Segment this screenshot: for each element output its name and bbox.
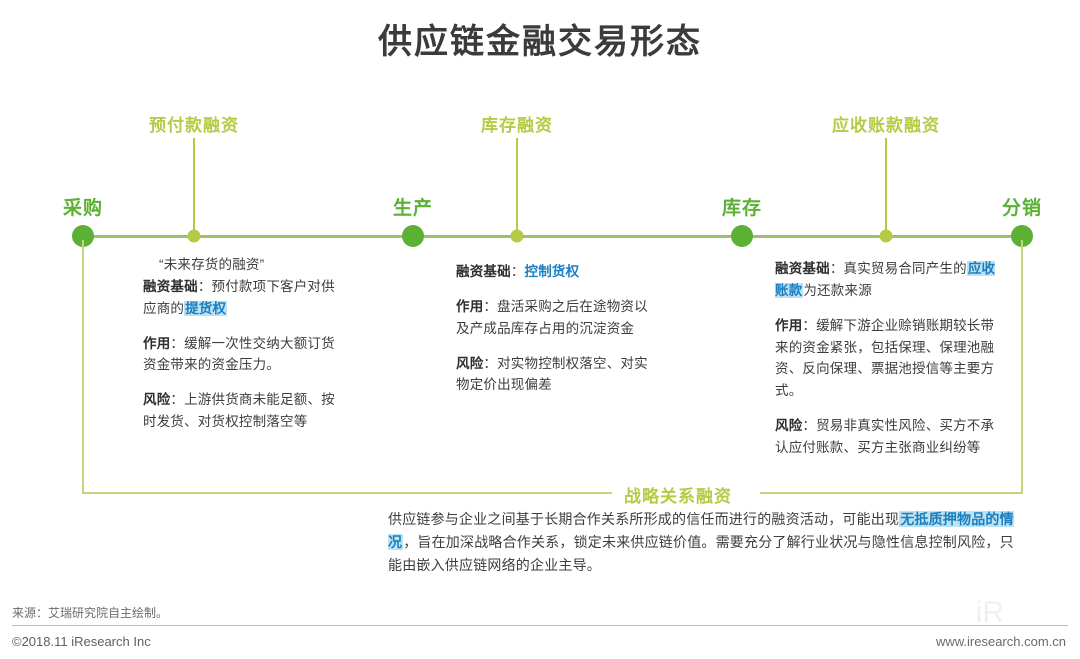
text-block-2: 作用：缓解一次性交纳大额订货资金带来的资金压力。 xyxy=(143,333,348,377)
footer-divider xyxy=(12,625,1068,626)
text-block-1: 融资基础：预付款项下客户对供应商的提货权 xyxy=(143,276,348,320)
stage-label-1: 采购 xyxy=(62,198,104,219)
branch-node-1 xyxy=(187,229,201,243)
text-block-separator: ： xyxy=(483,355,498,371)
text-block-before: 缓解一次性交纳大额订货资金带来的资金压力。 xyxy=(143,335,335,373)
branch-label-2: 库存融资 xyxy=(481,116,553,135)
branch-stem-2 xyxy=(516,138,518,236)
text-block-2: 作用：缓解下游企业赊销账期较长带来的资金紧张，包括保理、保理池融资、反向保理、票… xyxy=(775,315,1007,402)
copyright-text: ©2018.11 iResearch Inc xyxy=(12,634,151,649)
website-url: www.iresearch.com.cn xyxy=(935,634,1066,649)
stage-node-4 xyxy=(1011,225,1033,247)
text-block-key: 融资基础 xyxy=(456,264,511,279)
text-block-key: 融资基础 xyxy=(775,261,830,276)
stage-label-4: 分销 xyxy=(1001,198,1043,219)
text-block-before: 预付款项下客户对供应商的 xyxy=(143,278,335,316)
text-block-key: 风险 xyxy=(143,392,171,408)
paragraph-part-2: ，旨在加深战略合作关系，锁定未来供应链价值。需要充分了解行业状况与隐性信息控制风… xyxy=(388,534,1014,574)
text-block-separator: ： xyxy=(483,298,498,314)
text-block-separator: ： xyxy=(170,392,185,408)
text-block-key: 融资基础 xyxy=(143,278,198,294)
strategic-relationship-paragraph: 供应链参与企业之间基于长期合作关系所形成的信任而进行的融资活动，可能出现无抵质押… xyxy=(388,508,1020,577)
text-block-key: 作用 xyxy=(775,317,803,333)
stage-node-2 xyxy=(402,225,424,247)
text-block-before: 缓解下游企业赊销账期较长带来的资金紧张，包括保理、保理池融资、反向保理、票据池授… xyxy=(775,317,995,399)
text-block-before: 对实物控制权落空、对实物定价出现偏差 xyxy=(456,355,648,393)
bracket-bottom-right xyxy=(760,492,1023,494)
text-block-key: 作用 xyxy=(143,335,171,351)
branch-node-3 xyxy=(879,229,893,243)
column-inventory-financing: 融资基础：控制货权作用：盘活采购之后在途物资以及产成品库存占用的沉淀资金风险：对… xyxy=(456,261,656,396)
text-block-1: 融资基础：控制货权 xyxy=(456,261,656,283)
text-block-separator: ： xyxy=(510,264,525,279)
page-title: 供应链金融交易形态 xyxy=(378,23,702,61)
text-block-1: 融资基础：真实贸易合同产生的应收账款为还款来源 xyxy=(775,258,1007,302)
stage-label-3: 库存 xyxy=(721,198,763,219)
text-block-highlight: 提货权 xyxy=(184,300,228,316)
timeline-axis xyxy=(83,235,1022,238)
text-block-key: 风险 xyxy=(456,355,484,371)
text-block-separator: ： xyxy=(802,418,817,434)
bracket-right-edge xyxy=(1021,240,1023,494)
stage-node-3 xyxy=(731,225,753,247)
text-block-before: 贸易非真实性风险、买方不承认应付账款、买方主张商业纠纷等 xyxy=(775,418,995,456)
text-block-separator: ： xyxy=(197,278,212,294)
text-block-after: 为还款来源 xyxy=(803,282,872,298)
text-block-separator: ： xyxy=(802,317,817,333)
text-block-3: 风险：对实物控制权落空、对实物定价出现偏差 xyxy=(456,353,656,397)
branch-label-3: 应收账款融资 xyxy=(832,116,940,135)
column-prepayment-financing: “未来存货的融资”融资基础：预付款项下客户对供应商的提货权作用：缓解一次性交纳大… xyxy=(143,254,348,433)
column-lead: “未来存货的融资” xyxy=(159,257,265,272)
branch-stem-1 xyxy=(193,138,195,236)
text-block-3: 风险：上游供货商未能足额、按时发货、对货权控制落空等 xyxy=(143,389,348,433)
bracket-left-edge xyxy=(82,240,84,494)
text-block-key: 作用 xyxy=(456,298,484,314)
text-block-key: 风险 xyxy=(775,418,803,434)
source-note: 来源：艾瑞研究院自主绘制。 xyxy=(12,606,169,620)
bracket-bottom-left xyxy=(82,492,612,494)
branch-stem-3 xyxy=(885,138,887,236)
text-block-separator: ： xyxy=(829,261,844,276)
branch-node-2 xyxy=(510,229,524,243)
stage-label-2: 生产 xyxy=(392,198,434,219)
column-receivables-financing: 融资基础：真实贸易合同产生的应收账款为还款来源作用：缓解下游企业赊销账期较长带来… xyxy=(775,258,1007,459)
text-block-highlight: 控制货权 xyxy=(524,264,580,279)
paragraph-part-1: 供应链参与企业之间基于长期合作关系所形成的信任而进行的融资活动，可能出现 xyxy=(388,511,900,527)
text-block-before: 上游供货商未能足额、按时发货、对货权控制落空等 xyxy=(143,392,335,430)
bracket-title: 战略关系融资 xyxy=(624,487,732,506)
text-block-before: 真实贸易合同产生的 xyxy=(843,261,967,276)
text-block-2: 作用：盘活采购之后在途物资以及产成品库存占用的沉淀资金 xyxy=(456,296,656,340)
text-block-before: 盘活采购之后在途物资以及产成品库存占用的沉淀资金 xyxy=(456,298,648,336)
branch-label-1: 预付款融资 xyxy=(149,116,239,135)
text-block-separator: ： xyxy=(170,335,185,351)
watermark-logo: iR xyxy=(975,596,1004,629)
stage-node-1 xyxy=(72,225,94,247)
text-block-3: 风险：贸易非真实性风险、买方不承认应付账款、买方主张商业纠纷等 xyxy=(775,415,1007,459)
